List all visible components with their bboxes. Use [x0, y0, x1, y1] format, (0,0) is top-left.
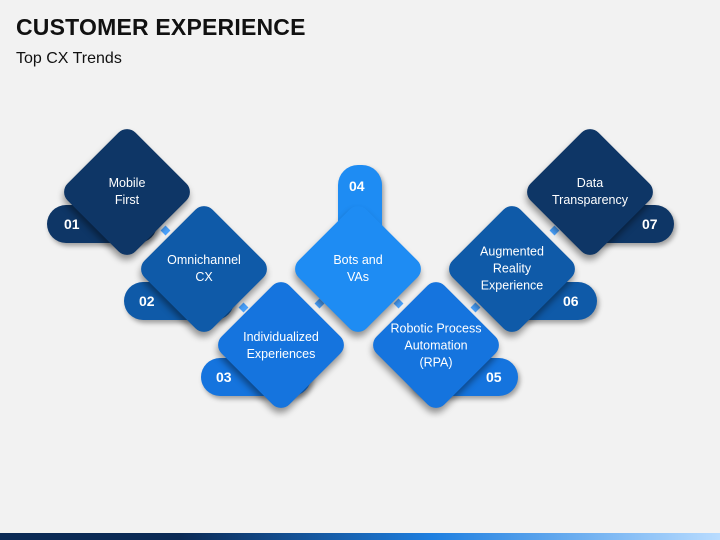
trend-02-label: Omnichannel CX: [167, 253, 241, 284]
trend-06-label: Augmented Reality Experience: [480, 244, 544, 293]
trend-07-number: 07: [642, 216, 658, 232]
trend-05-label: Robotic Process Automation (RPA): [390, 321, 482, 370]
bottom-accent-bar: [0, 533, 720, 540]
trend-02-number: 02: [139, 293, 155, 309]
trend-05-number: 05: [486, 369, 502, 385]
trend-04-number: 04: [349, 178, 365, 194]
trend-06-number: 06: [563, 293, 579, 309]
page-title: CUSTOMER EXPERIENCE: [16, 14, 306, 40]
page-subtitle: Top CX Trends: [16, 50, 122, 67]
connector-1-2: [160, 225, 171, 236]
trend-03-label: Individualized Experiences: [243, 330, 319, 361]
trend-04-label: Bots and VAs: [333, 253, 383, 284]
trend-07-label: Data Transparency: [552, 176, 628, 207]
connector-4-5: [393, 298, 404, 309]
trend-03-number: 03: [216, 369, 232, 385]
trend-01-label: Mobile First: [108, 176, 146, 207]
trend-01-number: 01: [64, 216, 80, 232]
